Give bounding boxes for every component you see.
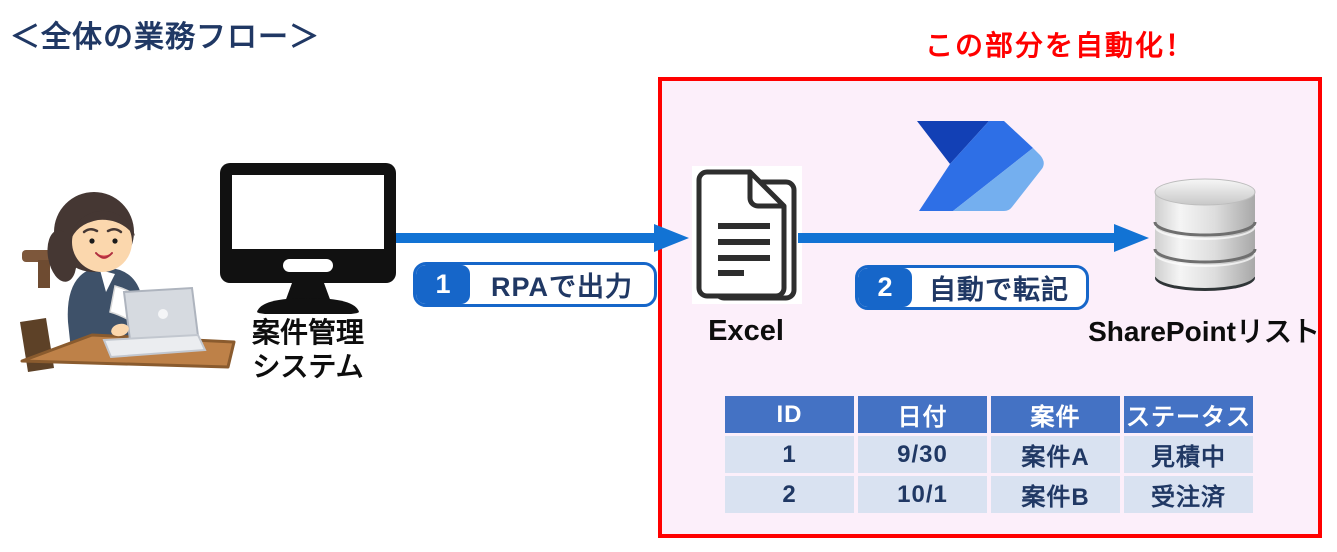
table-cell: 案件A [991, 436, 1120, 473]
person-hand [111, 323, 129, 337]
database-top [1154, 178, 1256, 206]
person-face [72, 212, 132, 272]
person-eyebrow-left [82, 228, 99, 234]
person-collar [100, 270, 115, 292]
document-front-page [696, 169, 787, 299]
arrow-shape [798, 224, 1149, 252]
excel-node-label: Excel [708, 315, 784, 347]
document-text-lines [718, 223, 770, 276]
power-automate-mid-band [919, 121, 1033, 211]
step1-badge: 1 RPAで出力 [413, 262, 657, 307]
table-cell: 10/1 [858, 476, 987, 513]
table-cell: 9/30 [858, 436, 987, 473]
table-header-cell: ステータス [1124, 396, 1253, 433]
flow-arrow-2 [798, 224, 1149, 252]
database-divider-1 [1153, 221, 1257, 237]
monitor-icon [220, 163, 396, 314]
power-automate-light-band [953, 148, 1044, 211]
table-header-cell: ID [725, 396, 854, 433]
flow-arrow-1 [396, 224, 689, 252]
system-label-line2: システム [252, 351, 364, 383]
sharepoint-list-table: ID 日付 案件 ステータス 1 9/30 案件A 見積中 2 10/1 案件B… [725, 396, 1253, 513]
monitor-button [283, 259, 333, 272]
automation-callout-label: この部分を自動化！ [924, 30, 1195, 61]
step2-number: 2 [858, 268, 912, 307]
system-label-line1: 案件管理 [251, 317, 364, 348]
person-eye-left [89, 238, 95, 244]
system-node-label: 案件管理 システム [224, 316, 392, 384]
table-cell: 見積中 [1124, 436, 1253, 473]
step2-badge: 2 自動で転記 [855, 265, 1089, 310]
laptop-base [102, 333, 207, 359]
power-automate-dark-band [917, 121, 989, 164]
sharepoint-node-label: SharePointリスト [1088, 316, 1320, 347]
chair-post [38, 260, 50, 288]
laptop-logo [158, 309, 168, 319]
database-divider-2 [1153, 248, 1257, 264]
person-bangs [70, 210, 135, 242]
database-icon [1153, 178, 1257, 291]
chair-leg [20, 318, 54, 372]
document-stack-icon [696, 169, 797, 301]
person-at-laptop-illustration [20, 192, 236, 372]
step1-number: 1 [416, 265, 470, 304]
table-cell: 2 [725, 476, 854, 513]
person-eye-right [112, 238, 118, 244]
arrow-shape [396, 224, 689, 252]
person-smile [95, 252, 113, 259]
step1-label: RPAで出力 [490, 272, 633, 302]
database-divider-1-highlight [1154, 225, 1256, 240]
monitor-base [257, 298, 359, 314]
database-divider-2-highlight [1154, 252, 1256, 267]
table-header-cell: 案件 [991, 396, 1120, 433]
power-automate-icon [917, 121, 1044, 211]
table-header-cell: 日付 [858, 396, 987, 433]
monitor-stand [285, 283, 331, 302]
table-cell: 案件B [991, 476, 1120, 513]
monitor-screen [232, 175, 384, 249]
page-title: ＜全体の業務フロー＞ [10, 21, 320, 54]
document-fold [747, 172, 784, 209]
step2-label: 自動で転記 [929, 275, 1069, 305]
table-cell: 1 [725, 436, 854, 473]
person-hair-lock [47, 230, 77, 282]
table-cell: 受注済 [1124, 476, 1253, 513]
person-eyebrow-right [106, 228, 123, 234]
